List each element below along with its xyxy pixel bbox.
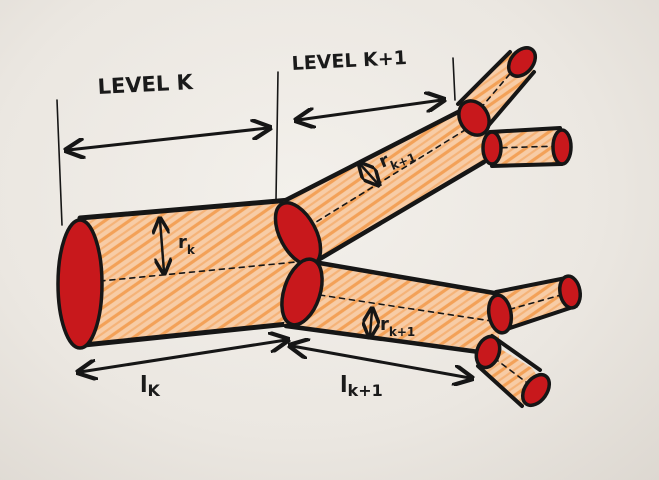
boundary-line-mid	[275, 71, 279, 201]
radius-arrow-k1-lower	[370, 310, 372, 336]
cap-upper-branch-end	[457, 99, 491, 137]
boundary-line-left	[56, 99, 63, 226]
cap-upper-sub-1	[506, 46, 538, 78]
vessel-upper-sub-2	[490, 130, 566, 164]
cap-upper-sub-2	[551, 128, 573, 166]
cap-level-k-inlet	[56, 218, 104, 350]
label-length-k: lK	[140, 373, 161, 400]
vessel-lower-sub-1	[496, 278, 578, 330]
label-length-k1: lk+1	[340, 373, 383, 400]
cap-lower-branch-end-2	[474, 334, 502, 370]
cap-lower-sub-2	[520, 372, 552, 408]
vessel-upper-branch	[283, 104, 492, 262]
label-level-k: LEVEL K	[97, 70, 194, 99]
cap-junction-lower	[280, 257, 324, 327]
level-k-arrow	[68, 128, 268, 150]
cap-upper-sub-1-base	[481, 130, 503, 166]
label-radius-k1-lower: rk+1	[380, 314, 415, 339]
length-arrow-k	[80, 340, 286, 372]
label-radius-k: rk	[178, 232, 196, 257]
level-k1-arrow	[298, 100, 442, 120]
cap-lower-sub-1	[558, 274, 582, 310]
length-arrow-k1	[292, 346, 470, 378]
radius-arrow-k1-upper	[360, 164, 378, 184]
boundary-line-right	[452, 57, 456, 101]
radius-arrow-k	[160, 220, 164, 272]
cap-lower-branch-end	[486, 293, 514, 335]
label-level-k1: LEVEL K+1	[291, 47, 407, 75]
